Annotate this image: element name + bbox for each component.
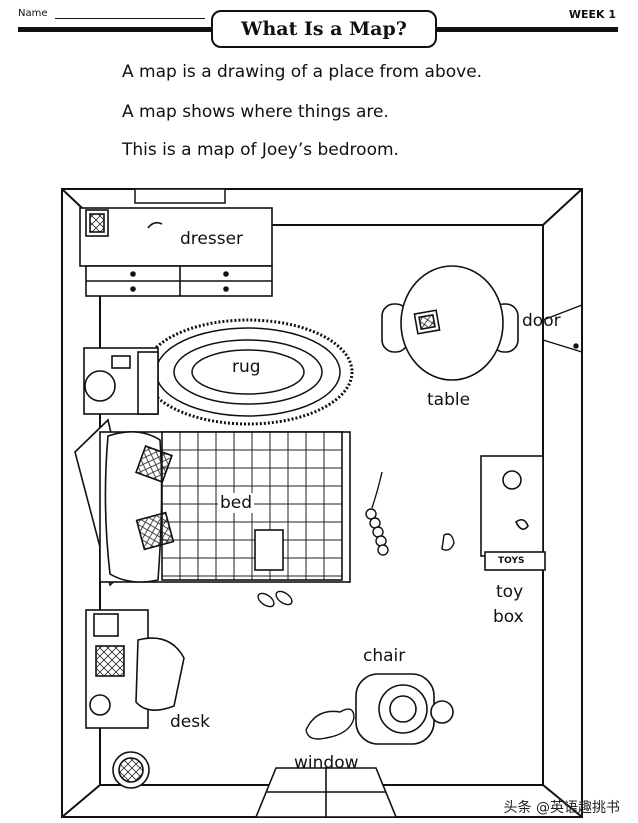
cat [305,708,355,740]
nightstand [83,347,159,415]
page-title: What Is a Map? [211,10,437,48]
toy-box [480,455,546,571]
label-desk: desk [170,712,210,732]
intro-line-2: A map shows where things are. [122,102,389,122]
table [381,265,519,381]
intro-line-3: This is a map of Joey’s bedroom. [122,140,399,160]
top-window [134,188,226,204]
bottom-window [254,767,398,818]
dresser [79,207,273,297]
name-line [55,18,205,19]
label-toys-sign: TOYS [498,556,525,566]
desk [85,609,185,729]
ball [430,700,454,724]
label-chair: chair [363,646,406,666]
chair [355,673,435,745]
intro-line-1: A map is a drawing of a place from above… [122,62,483,82]
label-box: box [493,607,524,627]
watermark: 头条 @英语趣挑书 [503,800,620,816]
label-door: door [522,311,561,331]
wastebasket [112,751,150,789]
label-dresser: dresser [180,229,244,249]
week-label: WEEK 1 [568,8,616,21]
door [542,304,583,353]
toy-bird [441,533,455,551]
label-bed: bed [218,493,255,513]
bed [74,418,351,587]
toy-caterpillar [365,471,389,556]
label-rug: rug [230,357,263,377]
label-table: table [427,390,471,410]
slippers [257,590,293,608]
label-toy: toy [496,582,524,602]
label-window: window [294,753,359,773]
name-label: Name [18,8,48,19]
